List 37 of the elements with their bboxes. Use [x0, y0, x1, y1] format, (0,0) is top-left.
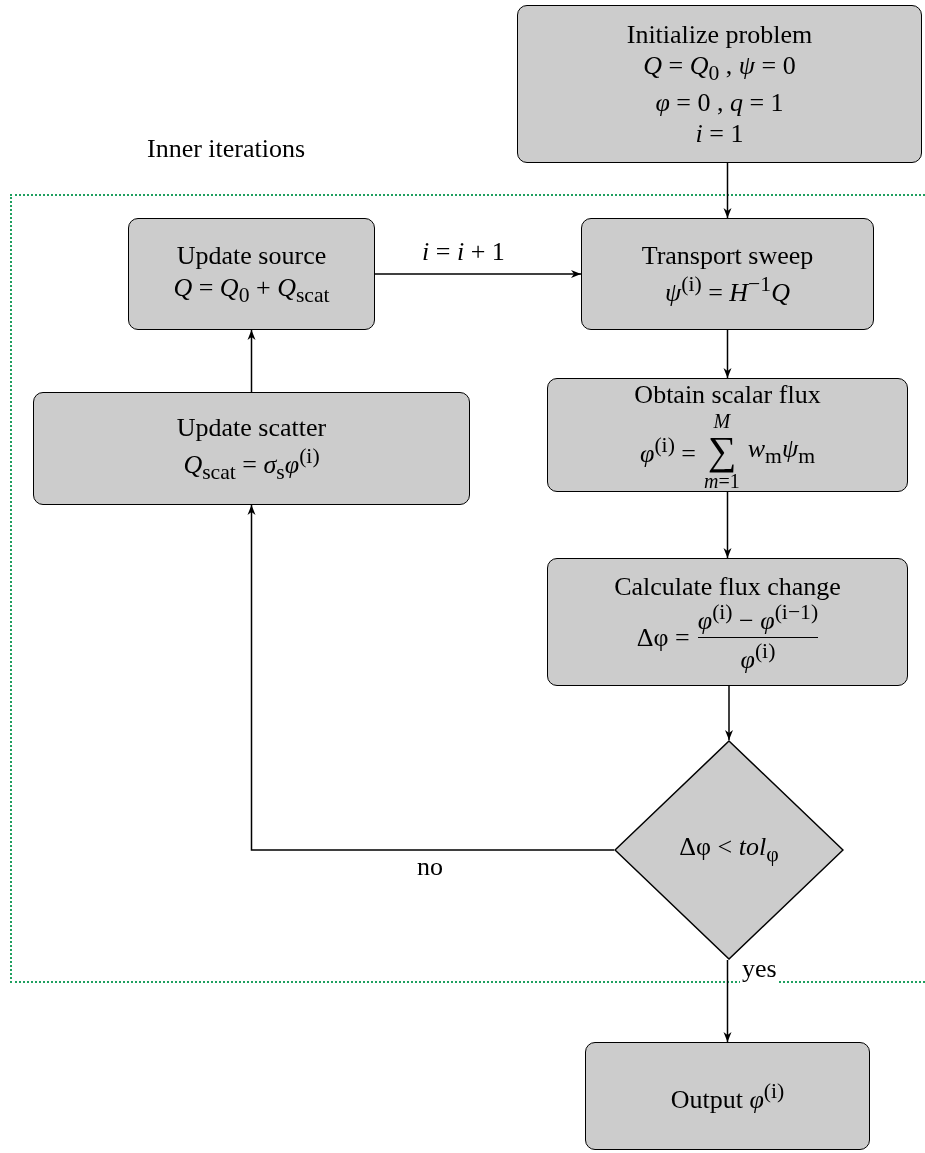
arrow: [247, 329, 256, 393]
formula: ψ$^{(i)}$ = H$^{−1}$Q: [665, 271, 790, 308]
region-label: Inner iterations: [147, 134, 306, 164]
formula: w$_{m}$ψ$_{m}$: [747, 432, 815, 469]
decision-diamond: [614, 740, 844, 960]
process-box: [33, 392, 470, 505]
fraction-numerator: φ$^{(i)}$ − φ$^{(i−1)}$: [697, 602, 819, 638]
formula: Q = Q$_{0}$ , ψ = 0: [643, 50, 796, 87]
sum-limit: M: [713, 410, 731, 431]
formula: Q = Q$_{0}$ + Q$_{scat}$: [173, 271, 330, 308]
arrow: [725, 685, 733, 741]
condition-text: Δφ < tol$_{φ}$: [679, 832, 779, 868]
box-title: Initialize problem: [626, 19, 813, 51]
arrow: [723, 329, 732, 379]
arrow: [247, 504, 615, 851]
arrow: [723, 162, 732, 219]
arrow: [723, 959, 732, 1043]
formula: φ$^{(i)}$ =: [640, 432, 697, 469]
formula: Δφ =: [636, 622, 690, 654]
box-title: Update source: [176, 240, 327, 272]
process-box: [547, 378, 908, 492]
process-box: [585, 1042, 870, 1150]
box-title: Output φ$^{(i)}$: [670, 1077, 785, 1115]
arrow: [374, 270, 582, 278]
formula: φ = 0 , q = 1: [655, 86, 784, 118]
box-title: Obtain scalar flux: [634, 379, 821, 411]
process-box: [517, 5, 922, 163]
fraction-denominator: φ$^{(i)}$: [740, 638, 776, 673]
formula: i = 1: [695, 117, 744, 149]
box-title: Transport sweep: [641, 240, 814, 272]
arrow: [723, 491, 732, 559]
box-title: Calculate flux change: [614, 571, 841, 603]
process-box: [581, 218, 874, 330]
process-box: [547, 558, 908, 686]
process-box: [128, 218, 375, 330]
box-title: Update scatter: [176, 412, 327, 444]
formula: Q$_{scat}$ = σ$_{s}$φ$^{(i)}$: [183, 443, 320, 485]
